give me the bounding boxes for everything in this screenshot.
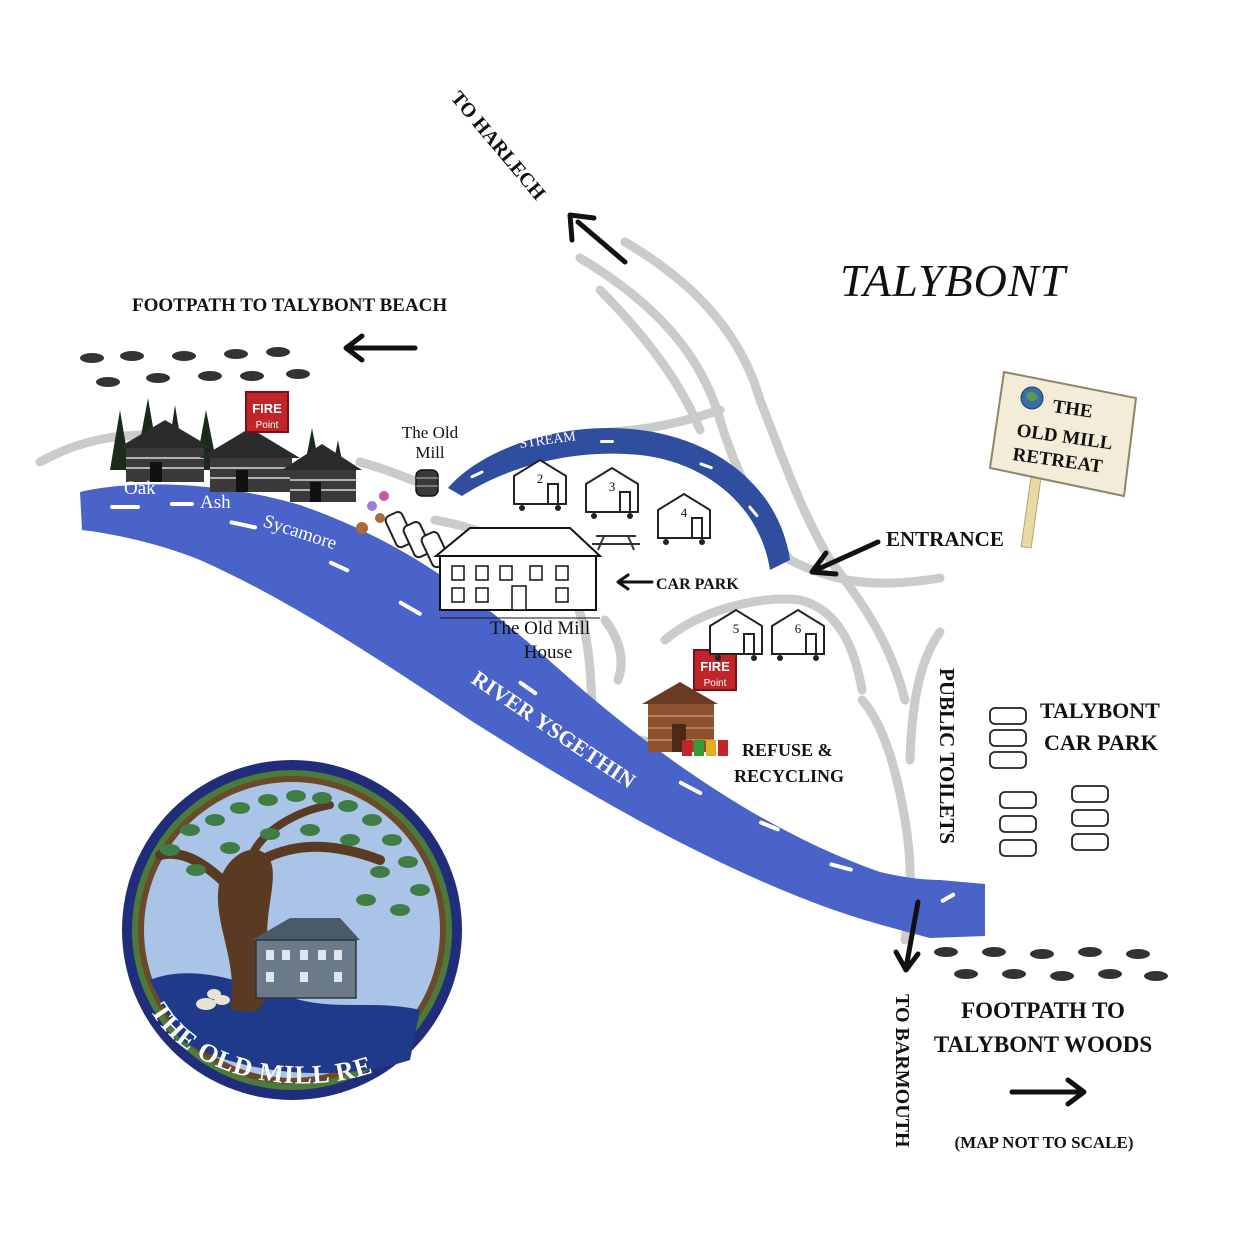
refuse-label-line1: REFUSE & <box>742 740 833 760</box>
cabin-oak-label: Oak <box>124 478 156 499</box>
tiny-house-5: 5 <box>709 608 763 661</box>
fire-point-line2: Point <box>256 420 279 431</box>
parked-car-icon <box>384 511 451 569</box>
flower-pots <box>356 491 389 534</box>
log-cabin-icon <box>118 420 212 482</box>
parked-car-icon <box>999 791 1037 809</box>
footpath-beach-label: FOOTPATH TO TALYBONT BEACH <box>132 295 447 316</box>
tiny-house-3: 3 <box>585 466 639 519</box>
parked-car-icon <box>999 839 1037 857</box>
footprints-icon <box>80 347 310 387</box>
log-cabin-icon <box>642 682 718 752</box>
log-cabins <box>110 398 362 502</box>
picnic-table-icon <box>592 535 640 551</box>
log-cabin-icon <box>200 428 300 492</box>
talybont-car-park <box>989 707 1109 857</box>
parked-car-icon <box>1071 833 1109 851</box>
arrow-icon <box>343 333 418 363</box>
tiny-house-4: 4 <box>657 492 711 545</box>
talybont-car-park-line1: TALYBONT <box>1040 698 1160 723</box>
talybont-car-park-line2: CAR PARK <box>1044 730 1158 755</box>
entrance-label: ENTRANCE <box>886 527 1004 551</box>
arrow-icon <box>809 539 881 577</box>
town-title: TALYBONT <box>840 255 1069 306</box>
tiny-house-2: 2 <box>513 458 567 511</box>
old-mill-house-label-line2: House <box>524 642 573 663</box>
old-mill-label-line2: Mill <box>415 443 445 462</box>
footpath-woods-line1: FOOTPATH TO <box>961 998 1125 1023</box>
arrow-icon <box>616 573 654 591</box>
tiny-house-number: 2 <box>537 471 544 486</box>
refuse-label-line2: RECYCLING <box>734 766 844 786</box>
fire-point-line1: FIRE <box>252 401 282 416</box>
log-cabin-icon <box>282 444 362 502</box>
parked-car-icon <box>989 751 1027 769</box>
tiny-house-number: 4 <box>681 505 688 520</box>
globe-icon <box>1020 386 1044 410</box>
car-park-label: CAR PARK <box>656 576 739 593</box>
old-mill-icon <box>415 469 439 497</box>
retreat-sign: THE OLD MILL RETREAT <box>988 370 1138 549</box>
mill-building-icon <box>252 918 360 999</box>
arrow-icon <box>1009 1077 1087 1107</box>
parked-car-icon <box>999 815 1037 833</box>
footpath-woods-line2: TALYBONT WOODS <box>934 1032 1152 1057</box>
to-barmouth-label: TO BARMOUTH <box>891 994 913 1148</box>
not-to-scale-note: (MAP NOT TO SCALE) <box>954 1133 1133 1152</box>
river-ysgethin <box>80 484 985 938</box>
tiny-house-6: 6 <box>771 608 825 661</box>
old-mill-label-line1: The Old <box>402 423 459 442</box>
footprints-icon <box>934 947 1168 981</box>
tiny-house-number: 3 <box>609 479 616 494</box>
parked-car-icon <box>989 729 1027 747</box>
river-highlights <box>110 502 956 903</box>
parked-car-icon <box>1071 785 1109 803</box>
fire-point-line1: FIRE <box>700 659 730 674</box>
old-mill-house-label-line1: The Old Mill <box>490 618 590 639</box>
parked-car-icon <box>989 707 1027 725</box>
old-mill-house-icon <box>433 527 603 619</box>
arrow-icon <box>893 899 921 973</box>
recycling-bins-icon <box>682 740 728 756</box>
parked-car-icon <box>1071 809 1109 827</box>
cabin-ash-label: Ash <box>200 492 231 513</box>
tiny-house-number: 6 <box>795 621 802 636</box>
fire-point-sign: FIRE Point <box>693 649 737 691</box>
public-toilets-label: PUBLIC TOILETS <box>935 668 959 844</box>
tiny-house-number: 5 <box>733 621 740 636</box>
fire-point-line2: Point <box>704 678 727 689</box>
arrow-icon <box>567 212 628 265</box>
to-harlech-label: TO HARLECH <box>446 87 550 205</box>
fire-point-sign: FIRE Point <box>245 391 289 433</box>
